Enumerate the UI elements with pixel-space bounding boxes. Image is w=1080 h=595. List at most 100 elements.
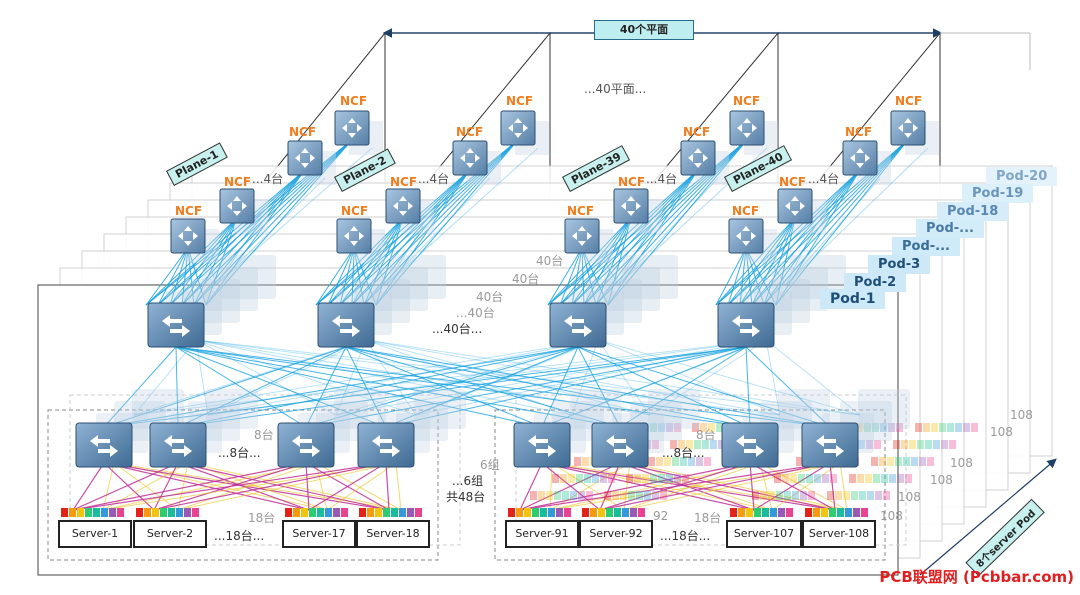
leaf-switch-icon: [722, 423, 778, 467]
leaf-count-note: ...8台...: [662, 444, 705, 461]
leaf-switch-icon: [150, 423, 206, 467]
nic-strip: [821, 508, 828, 517]
ncf-body: [681, 141, 715, 175]
nic-strip: [871, 457, 878, 466]
ncf-label: NCF: [289, 125, 316, 139]
nic-strip: [69, 508, 76, 517]
ncf-body: [288, 141, 322, 175]
ncf-label: NCF: [224, 175, 251, 189]
nic-strip: [584, 474, 591, 483]
nic-strip: [949, 440, 956, 449]
spine-count-faded: 40台: [512, 270, 539, 287]
ncf-switch-icon: [335, 111, 369, 145]
nic-strip: [861, 508, 868, 517]
nic-strip: [61, 508, 68, 517]
plane-count-banner: 40个平面: [594, 20, 694, 40]
ghost-server-num: 108: [898, 490, 921, 504]
nic-strip: [634, 474, 641, 483]
nic-strip: [895, 457, 902, 466]
ncf-label: NCF: [506, 94, 533, 108]
nic-strip: [582, 457, 589, 466]
nic-strip: [925, 440, 932, 449]
nic-strip: [857, 474, 864, 483]
nic-strip: [586, 491, 593, 500]
nic-strip: [562, 491, 569, 500]
nic-strip: [933, 440, 940, 449]
nic-strip: [508, 508, 515, 517]
nic-strip: [927, 457, 934, 466]
nic-strip: [630, 508, 637, 517]
ncf-label: NCF: [779, 175, 806, 189]
nic-strip: [798, 474, 805, 483]
nic-strip: [752, 491, 759, 500]
ncf-switch-icon: [681, 141, 715, 175]
ncf-label: NCF: [683, 125, 710, 139]
nic-strip: [600, 474, 607, 483]
nic-strip: [341, 508, 348, 517]
spine-switch-icon: [718, 303, 774, 347]
ncf-switch-icon: [843, 141, 877, 175]
nic-strip: [963, 423, 970, 432]
nic-strip: [548, 508, 555, 517]
nic-strip: [606, 508, 613, 517]
nic-strip: [784, 491, 791, 500]
nic-strip: [93, 508, 100, 517]
ncf-label: NCF: [895, 94, 922, 108]
switch-body: [318, 303, 374, 347]
ncf-body: [335, 111, 369, 145]
nic-strip: [931, 423, 938, 432]
ncf-label: NCF: [732, 204, 759, 218]
nic-strip: [730, 508, 737, 517]
nic-strip: [642, 474, 649, 483]
nic-strip: [546, 491, 553, 500]
nic-strip: [883, 491, 890, 500]
server-box: Server-17: [282, 520, 356, 548]
spine-switch-icon: [148, 303, 204, 347]
nic-strip: [560, 474, 567, 483]
nic-strip: [903, 457, 910, 466]
ncf-switch-icon: [501, 111, 535, 145]
ghost-server-num: 92: [653, 509, 668, 523]
ncf-body: [778, 189, 812, 223]
nic-strip: [168, 508, 175, 517]
ncf-count-note: ...4台: [808, 170, 839, 187]
nic-strip: [570, 491, 577, 500]
nic-strip: [760, 491, 767, 500]
ncf-body: [843, 141, 877, 175]
nic-strip: [574, 457, 581, 466]
nic-strip: [873, 474, 880, 483]
ghost-server-num: 108: [1010, 408, 1033, 422]
leaf-switch-icon: [514, 423, 570, 467]
nic-strip: [650, 474, 657, 483]
nic-strip: [674, 474, 681, 483]
nic-strip: [516, 508, 523, 517]
ncf-switch-icon: [778, 189, 812, 223]
nic-strip: [923, 423, 930, 432]
nic-strip: [917, 440, 924, 449]
spine-count-faded: ...40台: [456, 304, 495, 321]
nic-strip: [776, 491, 783, 500]
spine-switch-icon: [550, 303, 606, 347]
nic-strip: [301, 508, 308, 517]
nic-strip: [835, 491, 842, 500]
nic-strip: [867, 491, 874, 500]
leaf-switch-icon: [76, 423, 132, 467]
nic-strip: [790, 474, 797, 483]
nic-strip: [738, 508, 745, 517]
ncf-count-note: ...4台: [418, 170, 449, 187]
leaf-count-note: ...8台...: [218, 444, 261, 461]
nic-strip: [792, 491, 799, 500]
ncf-body: [337, 219, 371, 253]
nic-strip: [830, 474, 837, 483]
pod-label-n: Pod-...: [916, 219, 984, 238]
switch-body: [358, 423, 414, 467]
nic-strip: [628, 491, 635, 500]
nic-strip: [564, 508, 571, 517]
leaf-count-faded: 8台: [696, 426, 716, 443]
nic-strip: [660, 491, 667, 500]
group-note-faded: 6组: [480, 456, 500, 473]
nic-strip: [578, 491, 585, 500]
pod-label-1: Pod-1: [820, 289, 885, 309]
nic-strip: [859, 491, 866, 500]
nic-strip: [829, 508, 836, 517]
